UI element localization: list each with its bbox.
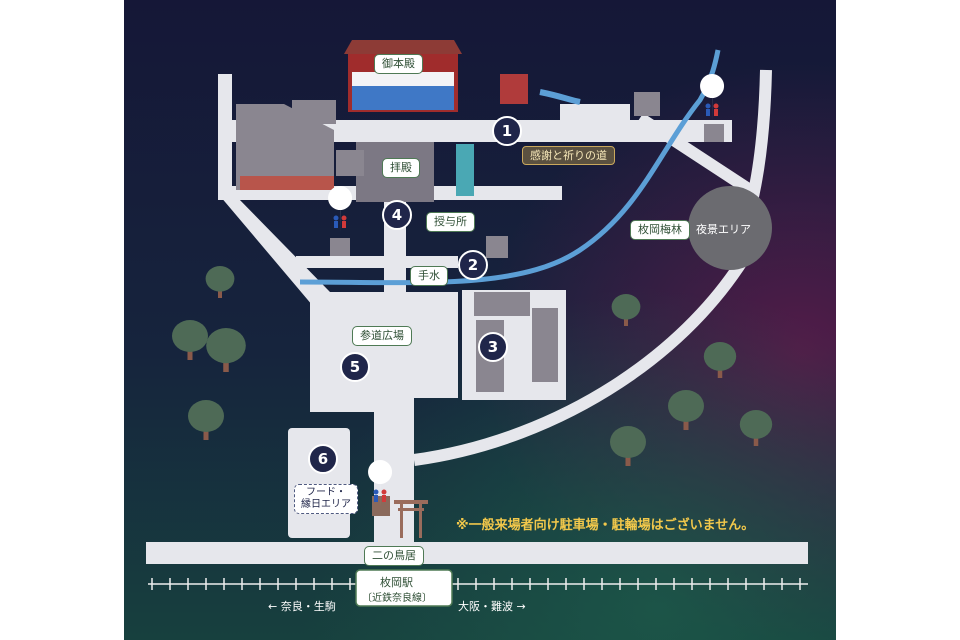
tree-icon <box>739 410 773 439</box>
tree-icon <box>172 320 208 352</box>
label-yakei: 夜景エリア <box>696 223 751 236</box>
label-bairin: 枚岡梅林 <box>630 220 690 240</box>
marker-1: 1 <box>492 116 522 146</box>
gohonden-buildings <box>344 40 462 112</box>
label-temizu: 手水 <box>410 266 448 286</box>
label-gohonden: 御本殿 <box>374 54 423 74</box>
label-torii: 二の鳥居 <box>364 546 424 566</box>
restroom-icon <box>328 186 353 234</box>
trees <box>172 266 773 466</box>
marker-4: 4 <box>382 200 412 230</box>
marker-5: 5 <box>340 352 370 382</box>
station-box <box>355 569 453 607</box>
label-food-area: フード・ 縁日エリア <box>294 484 358 514</box>
label-juyosho: 授与所 <box>426 212 475 232</box>
tree-icon <box>611 294 641 320</box>
label-kansha-road: 感謝と祈りの道 <box>522 146 615 165</box>
main-road <box>146 542 808 564</box>
west-path-top <box>218 74 232 186</box>
label-west-direction: ← 奈良・生駒 <box>268 600 336 613</box>
restroom-icon <box>700 74 725 122</box>
curved-road <box>413 227 766 466</box>
sando-west-lane <box>310 292 332 404</box>
temizu-path <box>296 256 458 268</box>
marker-6: 6 <box>308 444 338 474</box>
marker-3: 3 <box>478 332 508 362</box>
tree-icon <box>205 266 235 292</box>
tree-icon <box>188 400 224 432</box>
tree-icon <box>668 390 704 422</box>
restroom-icon <box>368 460 393 508</box>
tree-icon <box>610 426 646 458</box>
label-station-line: 〔近鉄奈良線〕 <box>362 593 432 604</box>
label-sando: 参道広場 <box>352 326 412 346</box>
label-haiden: 拝殿 <box>382 158 420 178</box>
label-station-name: 枚岡駅 <box>380 576 413 589</box>
tree-icon <box>703 342 737 371</box>
label-east-direction: 大阪・難波 → <box>458 600 526 613</box>
notice-no-parking: ※一般来場者向け駐車場・駐輪場はございません。 <box>456 518 755 533</box>
torii-gate-icon <box>394 500 428 538</box>
tree-icon <box>206 328 246 364</box>
bairin-grove <box>688 186 772 270</box>
marker-2: 2 <box>458 250 488 280</box>
